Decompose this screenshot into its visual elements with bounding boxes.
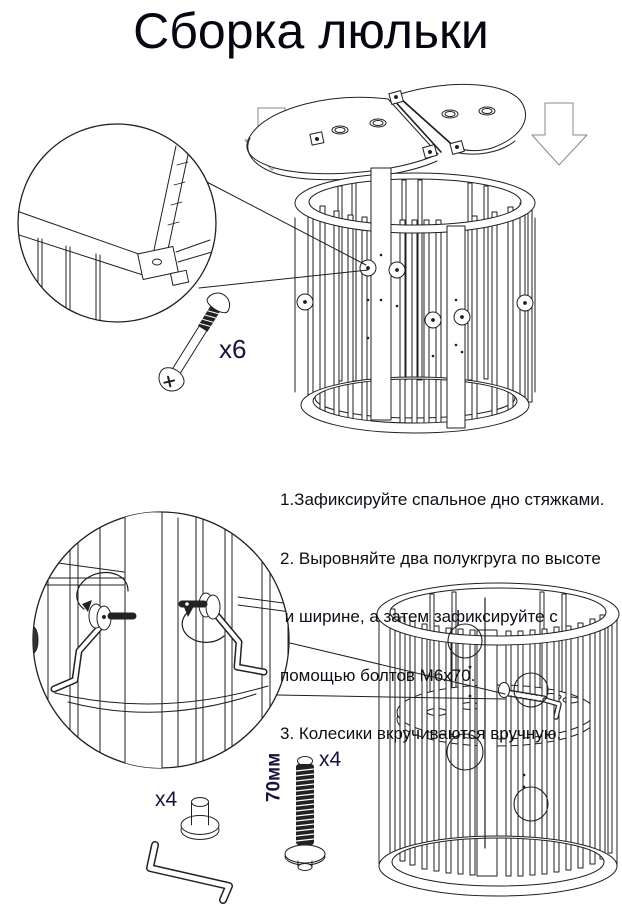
- screw-dots: [366, 253, 464, 358]
- crank-bolt-inserted: [499, 683, 560, 718]
- instruction-line: 1.Зафиксируйте спальное дно стяжками.: [280, 490, 605, 509]
- page-title: Сборка люльки: [133, 3, 489, 59]
- bolt70-quantity-label: x4: [319, 748, 342, 771]
- instruction-line: помощью болтов М6х70.: [280, 665, 476, 685]
- bolt-hole-knobs: [297, 260, 533, 328]
- bolt-70mm: [285, 757, 325, 871]
- base-half-right: [389, 84, 526, 154]
- wheel-mount-detail-circles: [447, 624, 548, 821]
- crib-cylinder-bottom: [377, 583, 619, 896]
- detail-circle-wheel-cranks: [28, 512, 291, 780]
- connector-bolt-m6x70: [154, 288, 235, 396]
- leader-lines-bottom: [277, 643, 505, 699]
- crib-cylinder-top: [295, 168, 535, 433]
- bolt70-length-label: 70мм: [263, 752, 285, 803]
- detail-circle-bolt-joint: [10, 124, 216, 323]
- leader-lines-top: [199, 180, 368, 288]
- instruction-line: 2. Выровняйте два полукгруга по высоте: [280, 548, 601, 568]
- right-crank: [182, 593, 264, 672]
- instruction-line: 3. Колесики вкручиваются вручную.: [280, 724, 562, 743]
- assembly-instructions: 1.Зафиксируйте спальное дно стяжками. 2.…: [280, 451, 622, 783]
- bolt-quantity-label: x6: [219, 334, 247, 364]
- caster-quantity-label: x4: [155, 788, 178, 811]
- left-crank: [54, 572, 133, 689]
- down-arrow-right-icon: [532, 103, 587, 165]
- allen-key: [150, 845, 229, 900]
- instruction-line: и ширине, а затем зафиксируйте с: [280, 607, 558, 626]
- caster-bushing: [181, 798, 219, 840]
